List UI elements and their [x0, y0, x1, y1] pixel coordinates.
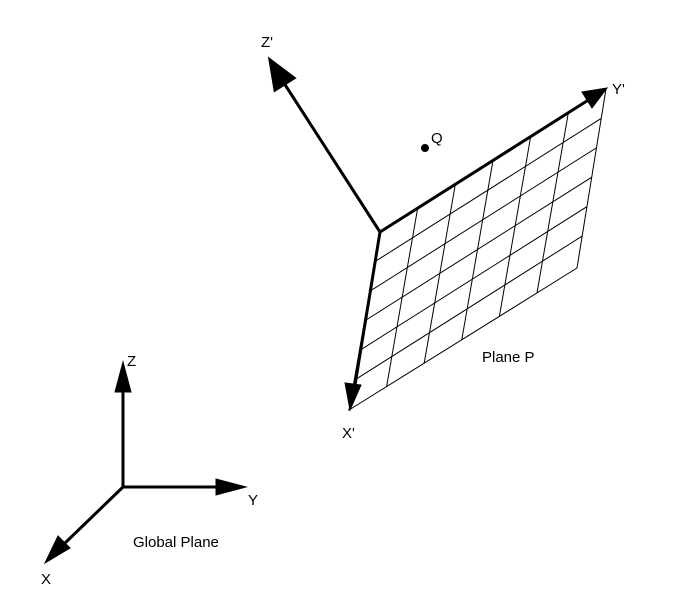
local-y-axis — [379, 97, 591, 234]
hatch-line — [496, 136, 532, 333]
local-y-arrowhead — [581, 87, 609, 109]
plane-p-hatch — [353, 103, 606, 405]
point-q-label: Q — [431, 130, 443, 147]
hatch-line — [364, 163, 606, 322]
local-y-label: Y' — [612, 81, 625, 98]
hatch-line — [359, 192, 606, 352]
local-z-label: Z' — [261, 34, 273, 51]
local-x-arrowhead — [344, 382, 362, 412]
plane-p-caption: Plane P — [482, 349, 535, 366]
hatch-line — [383, 208, 419, 405]
local-z-axis — [280, 79, 382, 233]
global-y-label: Y — [248, 492, 258, 509]
local-x-label: X' — [342, 425, 355, 442]
global-x-arrowhead — [43, 535, 71, 565]
global-x-axis — [62, 485, 125, 546]
global-plane-caption: Global Plane — [133, 534, 219, 551]
hatch-line — [353, 222, 604, 381]
hatch-line — [533, 112, 569, 309]
hatch-line — [374, 103, 606, 263]
hatch-line — [420, 184, 456, 381]
hatch-line — [458, 160, 494, 357]
global-z-arrowhead — [114, 360, 132, 393]
global-x-label: X — [41, 571, 51, 588]
global-y-arrowhead — [215, 478, 248, 496]
local-x-axis — [353, 231, 382, 386]
local-z-arrowhead — [267, 56, 297, 93]
global-z-label: Z — [127, 353, 136, 370]
global-axes — [43, 360, 248, 565]
local-axes — [267, 56, 609, 412]
point-q-marker — [421, 144, 429, 152]
hatch-line — [369, 133, 606, 292]
